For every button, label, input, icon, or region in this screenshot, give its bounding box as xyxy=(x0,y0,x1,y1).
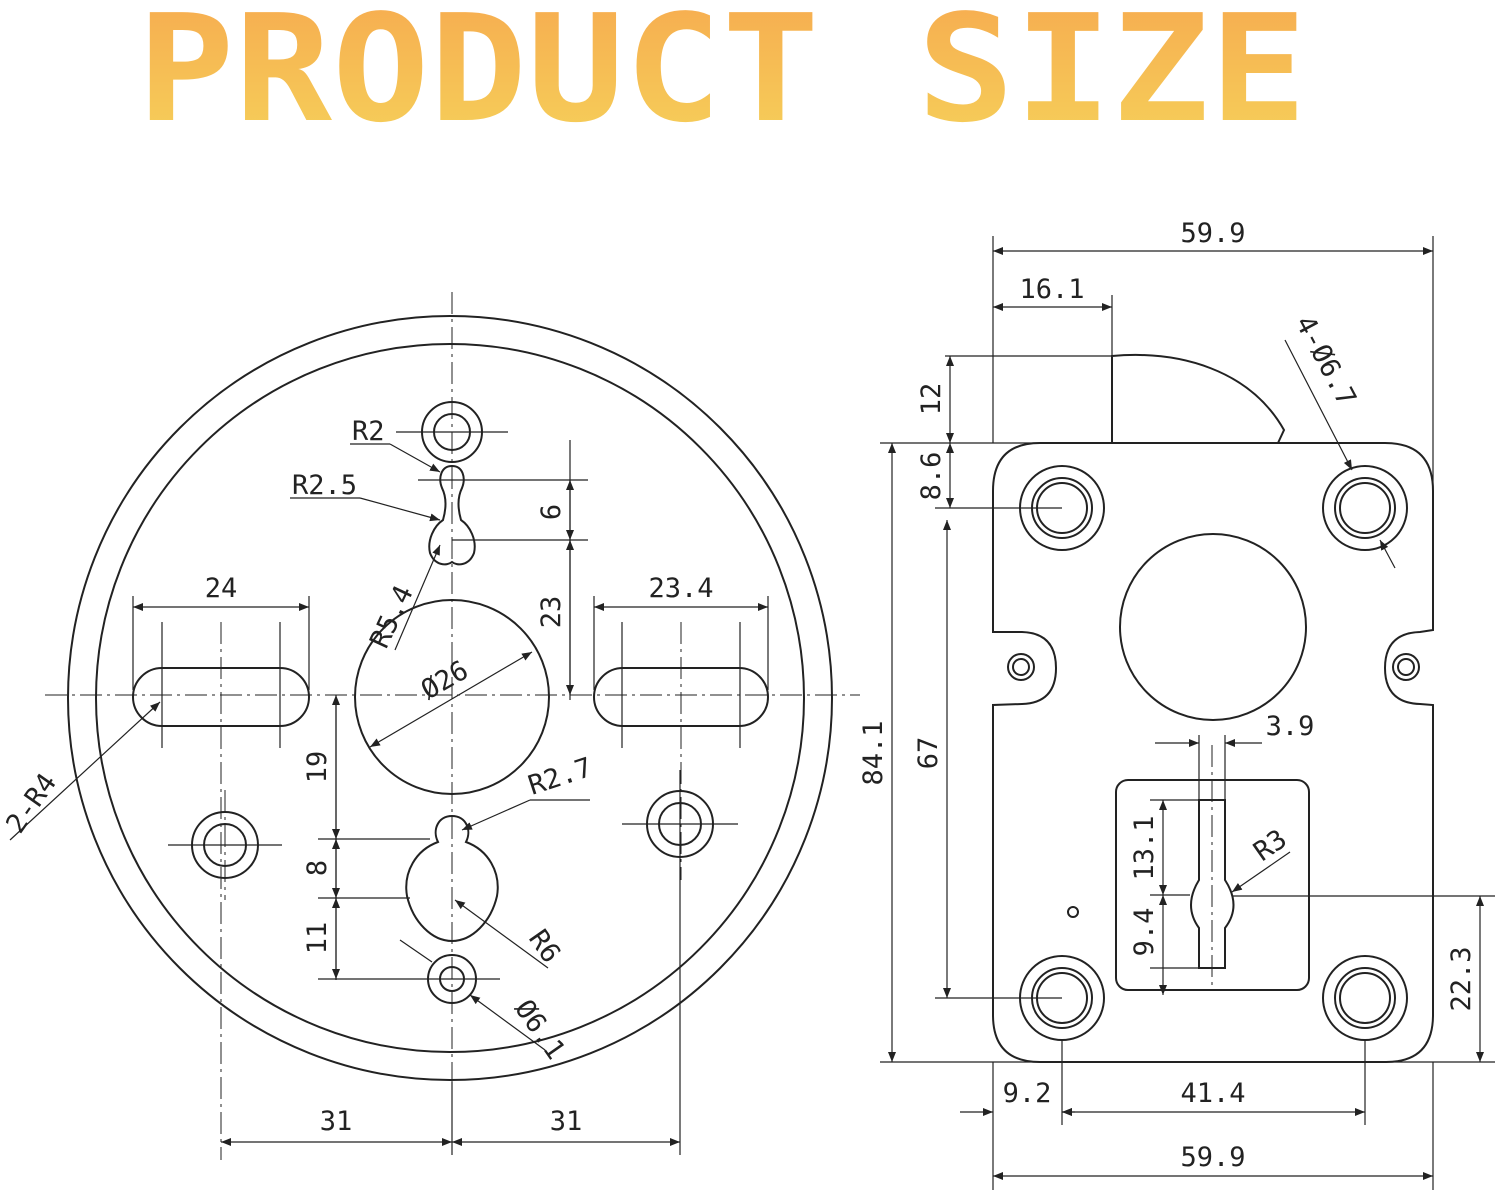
dim-label-22-3: 22.3 xyxy=(1446,946,1477,1011)
top-right-mount-hole-inner xyxy=(1339,482,1391,534)
top-right-mount-hole-mid xyxy=(1334,477,1396,539)
dim-label-3-9: 3.9 xyxy=(1266,711,1315,742)
round-plate-view: 6 23 R2 R2.5 R5.4 Ø26 24 23.4 2-R4 19 xyxy=(0,292,860,1160)
bottom-right-mount-hole-inner xyxy=(1339,972,1391,1024)
dim-label-19: 19 xyxy=(302,751,333,784)
dim-label-31-left: 31 xyxy=(320,1106,353,1137)
dim-label-13-1: 13.1 xyxy=(1129,815,1160,880)
dim-label-r2-7: R2.7 xyxy=(525,752,596,802)
plate-outer-rim xyxy=(67,315,833,1081)
dim-label-11: 11 xyxy=(302,922,333,955)
dim-label-16-1: 16.1 xyxy=(1019,274,1084,305)
dim-label-9-2: 9.2 xyxy=(1003,1078,1052,1109)
right-ear-hole-inner xyxy=(1397,658,1415,676)
dim-label-8-6: 8.6 xyxy=(916,452,947,501)
dim-label-84-1: 84.1 xyxy=(858,720,889,785)
dim-label-41-4: 41.4 xyxy=(1180,1078,1245,1109)
keyway-slot xyxy=(1190,799,1235,969)
technical-drawing: 6 23 R2 R2.5 R5.4 Ø26 24 23.4 2-R4 19 xyxy=(0,218,1495,1190)
dim-label-2-r4: 2-R4 xyxy=(0,768,63,839)
dim-label-r2: R2 xyxy=(352,416,385,447)
left-ear-hole-inner xyxy=(1012,658,1030,676)
lock-body-view: 59.9 16.1 4-Ø6.7 12 8.6 84.1 67 3.9 xyxy=(858,218,1495,1190)
dim-label-67: 67 xyxy=(913,737,944,770)
bottom-right-mount-hole-mid xyxy=(1334,967,1396,1029)
right-ear-hole-outer xyxy=(1392,653,1420,681)
plate-inner-rim xyxy=(95,343,805,1053)
small-marker-hole xyxy=(1067,906,1079,918)
dim-label-9-4: 9.4 xyxy=(1129,908,1160,957)
dim-label-8: 8 xyxy=(302,860,333,876)
dim-label-r3: R3 xyxy=(1248,824,1292,868)
dim-label-23: 23 xyxy=(536,596,567,629)
dim-label-31-right: 31 xyxy=(550,1106,583,1137)
left-ear-hole-outer xyxy=(1007,653,1035,681)
top-hump xyxy=(1111,354,1286,444)
top-right-mount-hole-outer xyxy=(1322,465,1408,551)
dim-label-top-width: 59.9 xyxy=(1180,218,1245,249)
dim-label-24: 24 xyxy=(205,573,238,604)
dim-label-6: 6 xyxy=(536,504,567,520)
dim-label-bottom-width: 59.9 xyxy=(1180,1142,1245,1173)
dim-label-r5-4: R5.4 xyxy=(364,581,420,653)
central-bore xyxy=(354,599,550,795)
dim-label-4-holes: 4-Ø6.7 xyxy=(1289,311,1362,412)
upper-keyhole xyxy=(428,464,476,566)
page-title: PRODUCT SIZE xyxy=(137,0,1307,140)
lower-keyhole xyxy=(405,814,499,943)
dim-label-dia-26: Ø26 xyxy=(416,655,474,706)
dim-label-23-4: 23.4 xyxy=(648,573,713,604)
dim-label-12: 12 xyxy=(916,383,947,416)
product-size-heading: PRODUCT SIZE xyxy=(137,0,1307,140)
body-central-bore xyxy=(1119,533,1307,721)
dim-label-r6: R6 xyxy=(522,924,566,968)
dim-label-r2-5: R2.5 xyxy=(292,470,357,501)
